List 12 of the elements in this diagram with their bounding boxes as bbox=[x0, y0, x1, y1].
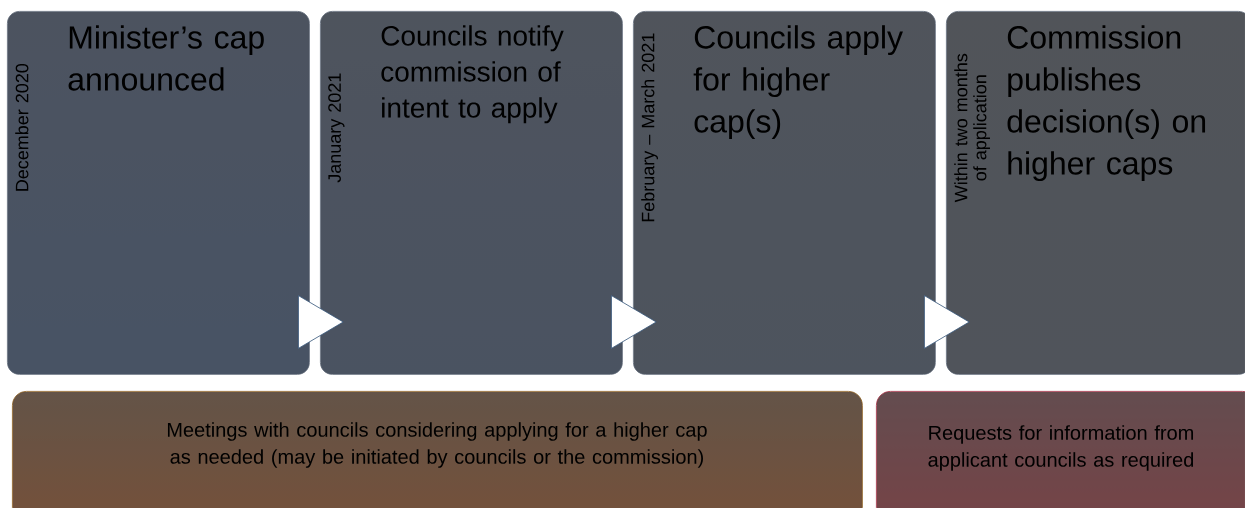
date-label: December 2020 bbox=[15, 63, 29, 191]
chevron-arrow bbox=[297, 295, 344, 349]
note-band: Meetings with councils considering applying for a higher cap as needed (may be initiated by councils or the commission) bbox=[12, 391, 863, 508]
chevron-arrow bbox=[923, 295, 970, 349]
chevron-arrow bbox=[610, 295, 657, 349]
date-label: February – March 2021 bbox=[641, 33, 658, 222]
date-label: January 2021 bbox=[328, 73, 345, 183]
date-label: Within two months of application bbox=[954, 53, 990, 203]
note-band: Requests for information from applicant councils as required bbox=[876, 391, 1245, 508]
step-box: December 2020 Minister’s cap announced bbox=[7, 11, 310, 375]
step-box: January 2021 Councils notify commission of intent to apply bbox=[320, 11, 623, 375]
step-box: February – March 2021 Councils apply for higher cap(s) bbox=[633, 11, 936, 375]
